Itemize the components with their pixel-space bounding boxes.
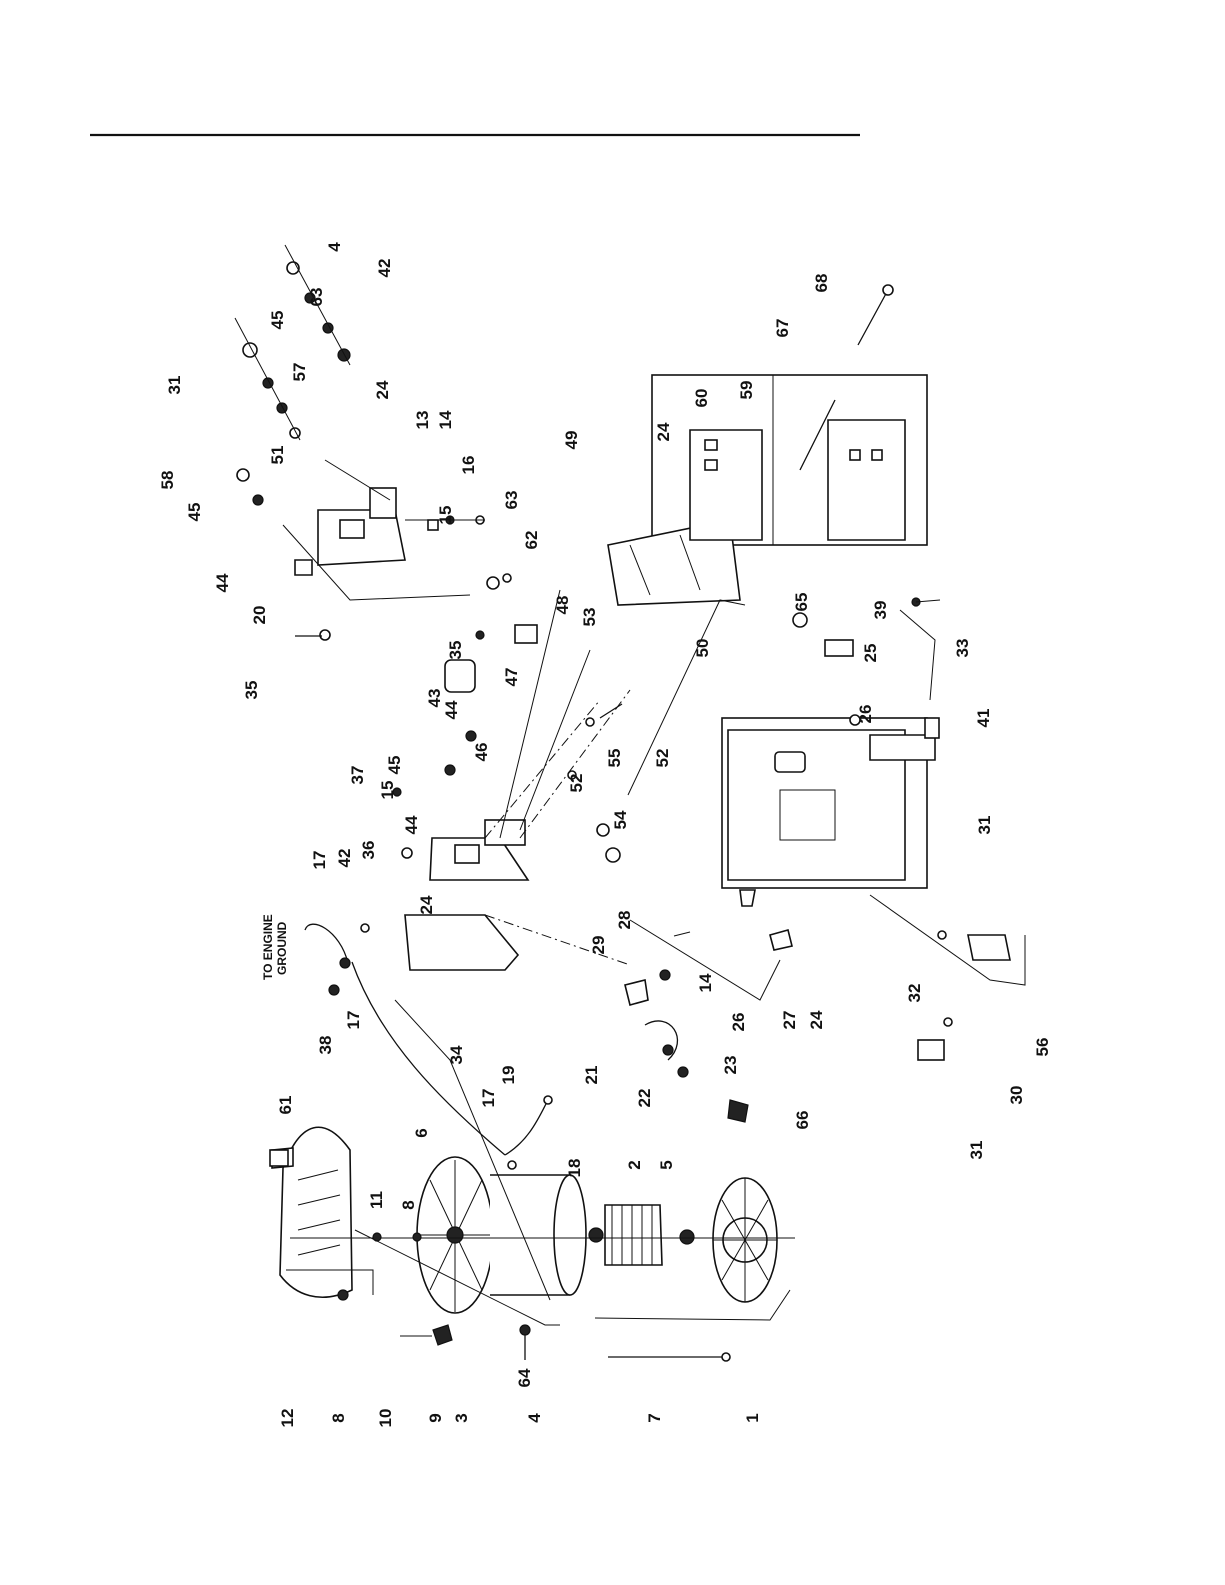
callout-c56: 56	[1033, 1038, 1052, 1057]
callout-c52b: 52	[653, 749, 672, 768]
callout-c50: 50	[693, 639, 712, 658]
callout-c55: 55	[605, 749, 624, 768]
callout-c2: 2	[625, 1160, 644, 1169]
callout-c18: 18	[565, 1159, 584, 1178]
callout-c22: 22	[635, 1089, 654, 1108]
rear-panel-assembly	[235, 245, 511, 640]
callout-c3: 3	[452, 1413, 471, 1422]
callout-c62: 62	[522, 531, 541, 550]
callout-c17a: 17	[310, 851, 329, 870]
callout-c53: 53	[580, 608, 599, 627]
callout-c13: 13	[413, 411, 432, 430]
callout-c31b: 31	[975, 816, 994, 835]
callout-c66: 66	[793, 1111, 812, 1130]
callout-c25: 25	[861, 644, 880, 663]
callout-c33: 33	[953, 639, 972, 658]
callout-c4a: 4	[325, 242, 344, 252]
callout-c68: 68	[812, 274, 831, 293]
callout-c8b: 8	[329, 1413, 348, 1422]
outlet-box-inset	[608, 285, 927, 605]
callout-c47: 47	[502, 668, 521, 687]
callout-c24a: 24	[373, 380, 392, 399]
callout-c60: 60	[692, 389, 711, 408]
callout-c17c: 17	[479, 1089, 498, 1108]
callout-c24d: 24	[807, 1010, 826, 1029]
callout-c61: 61	[276, 1096, 295, 1115]
callout-c32: 32	[905, 984, 924, 1003]
callout-c15b: 15	[378, 781, 397, 800]
callout-c31a: 31	[165, 376, 184, 395]
callout-c58: 58	[158, 471, 177, 490]
callout-c8a: 8	[399, 1200, 418, 1209]
engine-ground-note-line2: GROUND	[275, 921, 289, 975]
callout-c4b: 4	[525, 1413, 544, 1423]
callout-c65: 65	[792, 593, 811, 612]
callout-c6: 6	[412, 1128, 431, 1137]
callout-c24c: 24	[654, 422, 673, 441]
callout-c38: 38	[316, 1036, 335, 1055]
callout-c42b: 42	[335, 849, 354, 868]
callout-c10: 10	[376, 1409, 395, 1428]
control-panel-assembly	[361, 590, 748, 1122]
callout-c5: 5	[657, 1160, 676, 1169]
callout-c30: 30	[1007, 1086, 1026, 1105]
callout-c45a: 45	[268, 311, 287, 330]
callout-c14a: 14	[436, 410, 455, 429]
callout-c31c: 31	[967, 1141, 986, 1160]
callout-c44b: 44	[442, 700, 461, 719]
callout-c37: 37	[348, 766, 367, 785]
callout-c36: 36	[359, 841, 378, 860]
callout-c21: 21	[582, 1066, 601, 1085]
callout-c46: 46	[472, 743, 491, 762]
callout-c44c: 44	[402, 815, 421, 834]
callout-c11: 11	[367, 1191, 386, 1209]
callout-c41: 41	[974, 709, 993, 728]
callout-c26a: 26	[856, 705, 875, 724]
callout-c45b: 45	[185, 503, 204, 522]
callout-c14b: 14	[696, 973, 715, 992]
callout-c59: 59	[737, 381, 756, 400]
callout-c49: 49	[562, 431, 581, 450]
callout-c16: 16	[459, 456, 478, 475]
callout-c35a: 35	[242, 681, 261, 700]
callout-c12: 12	[278, 1409, 297, 1428]
callout-c24b: 24	[417, 895, 436, 914]
callout-c17b: 17	[344, 1011, 363, 1030]
callout-c63a: 63	[307, 288, 326, 307]
callout-c26b: 26	[729, 1013, 748, 1032]
callout-c34: 34	[447, 1045, 466, 1064]
callout-c42a: 42	[375, 259, 394, 278]
callout-c51: 51	[268, 446, 287, 465]
callout-c15a: 15	[436, 506, 455, 525]
callout-c45c: 45	[385, 756, 404, 775]
callout-c20: 20	[250, 606, 269, 625]
generator-assembly	[270, 1127, 795, 1361]
callout-c64: 64	[515, 1368, 534, 1387]
callout-c39: 39	[871, 601, 890, 620]
callout-c28: 28	[615, 911, 634, 930]
callout-c52a: 52	[567, 774, 586, 793]
callout-c57: 57	[290, 363, 309, 382]
engine-ground-note-line1: TO ENGINE	[261, 914, 275, 980]
callout-c1: 1	[743, 1413, 762, 1422]
callout-c67: 67	[773, 319, 792, 338]
callout-c44a: 44	[213, 573, 232, 592]
callout-c35b: 35	[446, 641, 465, 660]
callout-c19: 19	[499, 1066, 518, 1085]
callout-c54: 54	[611, 810, 630, 829]
callout-c23: 23	[721, 1056, 740, 1075]
callout-c48: 48	[553, 596, 572, 615]
callout-c63b: 63	[502, 491, 521, 510]
callout-c7: 7	[645, 1413, 664, 1422]
callout-c29: 29	[589, 936, 608, 955]
callout-c27: 27	[780, 1011, 799, 1030]
callout-c9: 9	[426, 1413, 445, 1422]
